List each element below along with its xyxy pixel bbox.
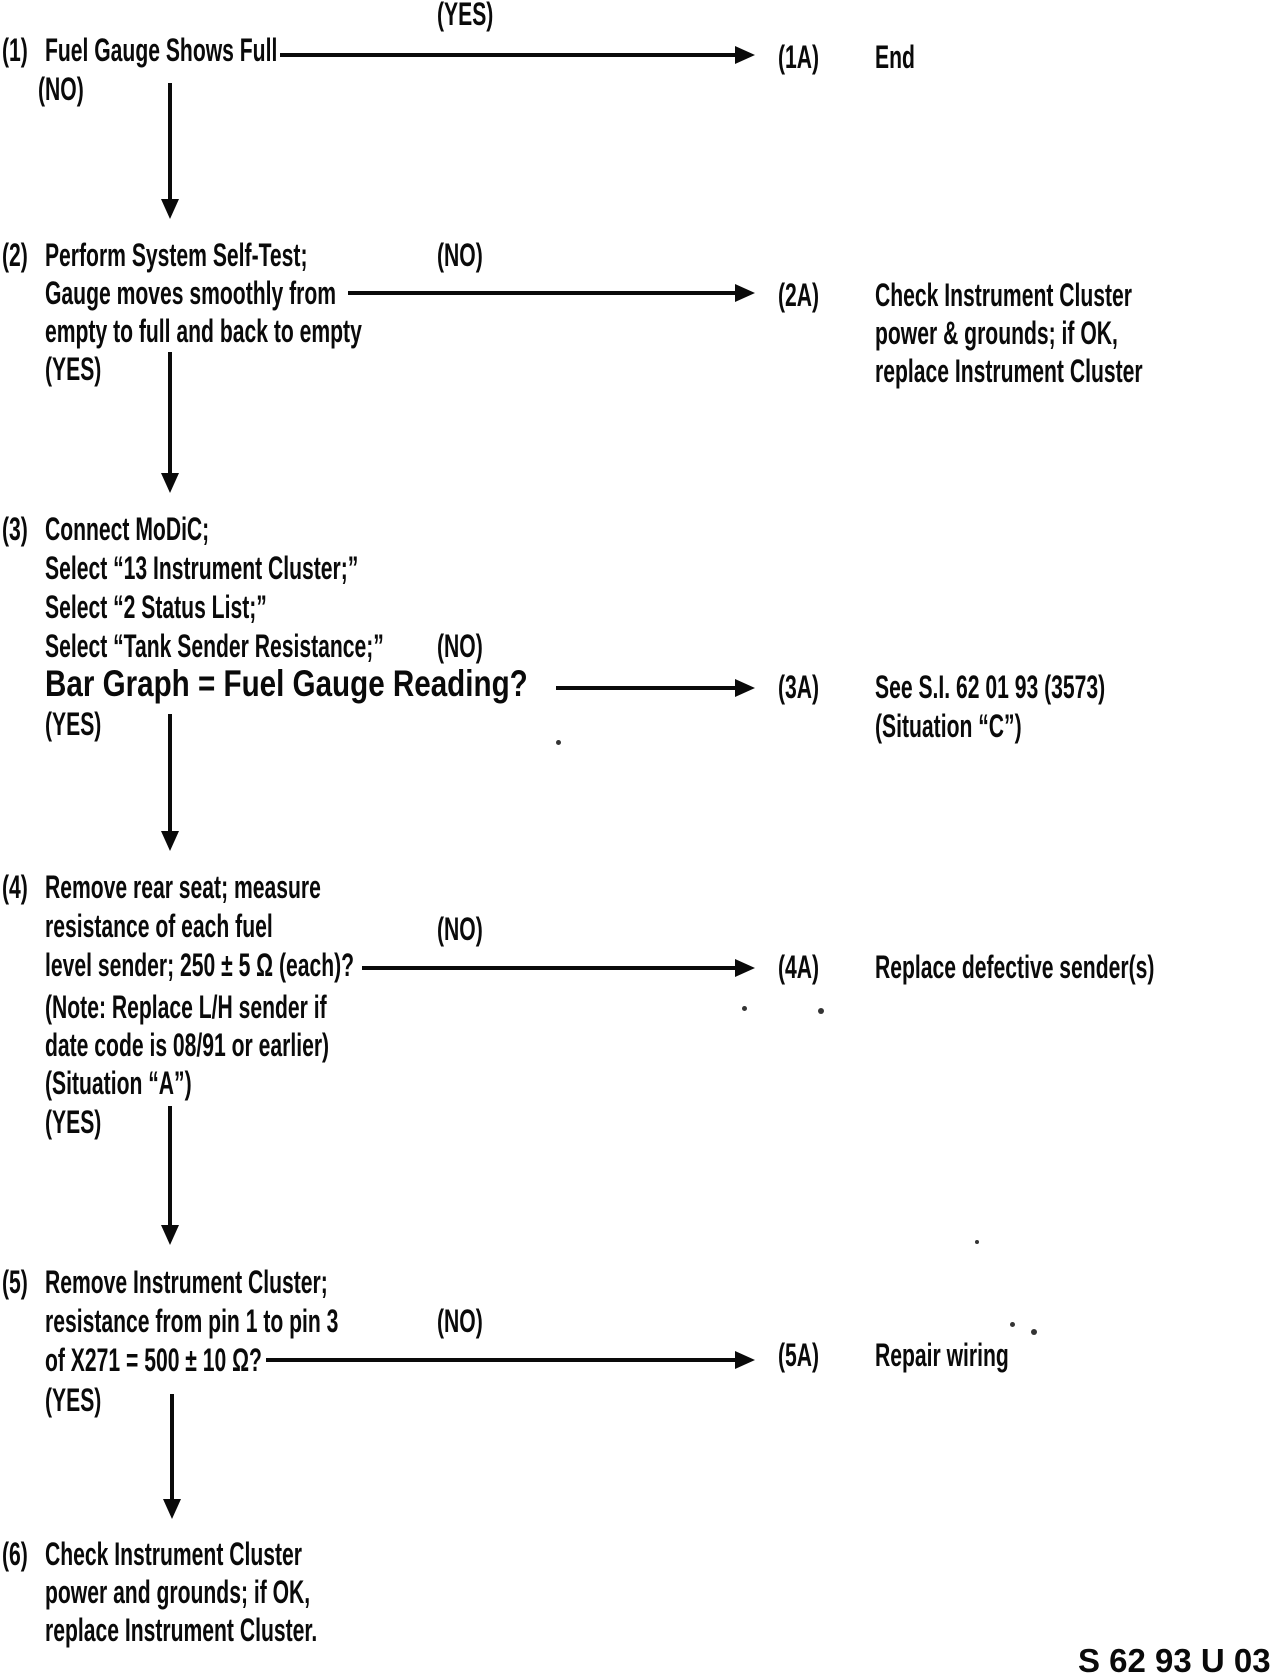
step5-line1: (5) Remove Instrument Cluster; — [2, 1263, 328, 1301]
result-2a-line2: power & grounds; if OK, — [875, 315, 1118, 351]
result-3a-line1: See S.I. 62 01 93 (3573) — [875, 669, 1106, 705]
step3-line3: Select “2 Status List;” — [45, 589, 267, 625]
scan-speck — [742, 1006, 747, 1011]
step4-yes-arrow — [161, 1106, 179, 1245]
step3-text1: Connect MoDiC; — [44, 511, 210, 547]
step5-line3: of X271 = 500 ± 10 Ω? — [45, 1342, 262, 1378]
scan-speck — [975, 1240, 979, 1244]
scan-speck — [818, 1008, 824, 1014]
step2-down-label: (YES) — [45, 351, 102, 387]
step2-number: (2) — [2, 237, 28, 273]
step2-line2: Gauge moves smoothly from — [45, 275, 337, 311]
scan-speck — [1031, 1329, 1037, 1335]
step4-line5: date code is 08/91 or earlier) — [45, 1027, 330, 1063]
result-1a-id: (1A) — [778, 39, 820, 75]
branch-label-no-step4: (NO) — [437, 911, 483, 947]
step1-text: Fuel Gauge Shows Full — [44, 32, 278, 68]
step1-yes-arrow — [280, 46, 755, 64]
scan-speck — [1010, 1322, 1015, 1327]
result-4a-line1: Replace defective sender(s) — [875, 949, 1155, 985]
result-2a-line3: replace Instrument Cluster — [875, 353, 1143, 389]
step4-line6: (Situation “A”) — [45, 1065, 192, 1101]
step1-down-label: (NO) — [38, 71, 84, 107]
result-2a-id: (2A) — [778, 277, 820, 313]
step1-number: (1) — [2, 32, 28, 68]
step3-line1: (3) Connect MoDiC; — [2, 510, 209, 548]
step4-no-arrow — [362, 959, 755, 977]
result-5a-id: (5A) — [778, 1337, 820, 1373]
step2-yes-arrow — [161, 352, 179, 493]
step6-line3: replace Instrument Cluster. — [45, 1612, 318, 1648]
step5-yes-arrow — [163, 1394, 181, 1519]
step4-text1: Remove rear seat; measure — [44, 869, 321, 905]
step5-line2: resistance from pin 1 to pin 3 — [45, 1303, 339, 1339]
step4-line3: level sender; 250 ± 5 Ω (each)? — [45, 947, 355, 983]
step1-no-arrow — [161, 83, 179, 219]
step2-line1: (2) Perform System Self-Test; — [2, 236, 307, 274]
step3-number: (3) — [2, 511, 28, 547]
step5-text1: Remove Instrument Cluster; — [44, 1264, 328, 1300]
step3-line4: Select “Tank Sender Resistance;” — [45, 628, 384, 664]
step6-line1: (6) Check Instrument Cluster — [2, 1535, 302, 1573]
branch-label-no-step2: (NO) — [437, 237, 483, 273]
figure-code: S 62 93 U 03 — [1078, 1642, 1271, 1679]
step5-number: (5) — [2, 1264, 28, 1300]
step4-line2: resistance of each fuel — [45, 908, 273, 944]
step1-line1: (1) Fuel Gauge Shows Full — [2, 31, 277, 69]
branch-label-no-step5: (NO) — [437, 1303, 483, 1339]
step6-number: (6) — [2, 1536, 28, 1572]
result-3a-id: (3A) — [778, 669, 820, 705]
step3-no-arrow — [556, 679, 755, 697]
step6-text1: Check Instrument Cluster — [44, 1536, 302, 1572]
step2-no-arrow — [348, 284, 755, 302]
result-2a-line1: Check Instrument Cluster — [875, 277, 1133, 313]
result-4a-id: (4A) — [778, 949, 820, 985]
step3-down-label: (YES) — [45, 706, 102, 742]
step4-line1: (4) Remove rear seat; measure — [2, 868, 321, 906]
step5-no-arrow — [266, 1351, 755, 1369]
branch-label-no-step3: (NO) — [437, 628, 483, 664]
step3-line5: Bar Graph = Fuel Gauge Reading? — [45, 663, 528, 704]
step3-yes-arrow — [161, 714, 179, 851]
step2-text1: Perform System Self-Test; — [44, 237, 308, 273]
result-3a-line2: (Situation “C”) — [875, 708, 1022, 744]
scan-speck — [556, 740, 561, 745]
step2-line3: empty to full and back to empty — [45, 313, 362, 349]
step4-down-label: (YES) — [45, 1104, 102, 1140]
step5-down-label: (YES) — [45, 1382, 102, 1418]
step4-line4: (Note: Replace L/H sender if — [45, 989, 327, 1025]
step3-line2: Select “13 Instrument Cluster;” — [45, 550, 359, 586]
branch-label-yes-step1: (YES) — [437, 0, 494, 32]
result-1a-line1: End — [875, 39, 915, 75]
step6-line2: power and grounds; if OK, — [45, 1574, 311, 1610]
step4-number: (4) — [2, 869, 28, 905]
result-5a-line1: Repair wiring — [875, 1337, 1009, 1373]
